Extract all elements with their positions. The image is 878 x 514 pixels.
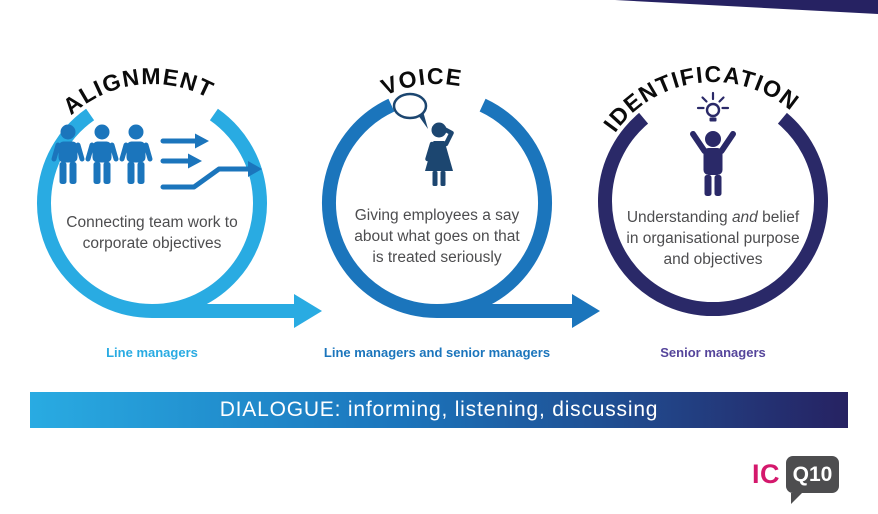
- merge-arrow-head-icon: [248, 161, 262, 177]
- alignment-description: Connecting team work to corporate object…: [42, 212, 262, 254]
- description-fragment: Understanding: [626, 209, 732, 226]
- q10-label: Q10: [792, 462, 833, 486]
- ic-logo-text: IC: [752, 459, 780, 489]
- small-arrow-head-icon: [188, 153, 202, 169]
- voice-arrow-head-icon: [572, 294, 600, 328]
- voice-description: Giving employees a say about what goes o…: [327, 205, 547, 268]
- description-fragment: belief: [757, 209, 800, 226]
- woman-head: [431, 122, 447, 138]
- bulb-rays-icon: [696, 91, 730, 110]
- description-line: Giving employees a say: [354, 207, 520, 224]
- description-line: Connecting team work to: [66, 214, 238, 231]
- small-arrow-head-icon: [195, 133, 209, 149]
- speaking-woman-icon: [392, 92, 454, 186]
- woman-right-leg: [440, 171, 446, 186]
- description-line: in organisational purpose: [626, 230, 800, 247]
- lightbulb-base: [709, 117, 717, 122]
- description-line: Understanding and belief: [603, 207, 823, 228]
- figure-right-arm: [718, 131, 736, 154]
- woman-left-arm: [425, 141, 435, 162]
- alignment-title: ALIGNMENT: [58, 63, 218, 119]
- woman-left-leg: [432, 171, 438, 186]
- alignment-ring-group: [37, 108, 322, 328]
- figure-head: [705, 131, 721, 147]
- identification-caption: Senior managers: [660, 345, 766, 360]
- person-lightbulb-icon: [690, 91, 736, 196]
- description-line: about what goes on that: [354, 228, 520, 245]
- corner-accent: [615, 0, 878, 14]
- q10-speech-bubble: Q10: [786, 456, 839, 504]
- identification-ring-group: [598, 112, 828, 316]
- description-line: corporate objectives: [82, 235, 222, 252]
- voice-caption: Line managers and senior managers: [323, 345, 551, 360]
- description-line: and objectives: [663, 251, 763, 268]
- italic-word: and: [731, 209, 758, 226]
- woman-raised-arm: [442, 127, 454, 147]
- lightbulb-icon: [705, 102, 721, 118]
- figure-left-leg: [704, 175, 712, 196]
- alignment-caption: Line managers: [106, 345, 198, 360]
- identification-description: Understanding and belief in organisation…: [603, 207, 823, 270]
- description-line: is treated seriously: [372, 249, 502, 266]
- merge-arrows-icon: [160, 138, 251, 190]
- dialogue-banner: DIALOGUE: informing, listening, discussi…: [30, 392, 848, 428]
- team-alignment-icon: [54, 125, 262, 190]
- figure-right-leg: [714, 175, 722, 196]
- figure-torso: [703, 148, 723, 175]
- figure-left-arm: [690, 131, 708, 154]
- alignment-arrow-head-icon: [294, 294, 322, 328]
- person-icon: [88, 125, 116, 185]
- speech-bubble-tail: [418, 113, 428, 129]
- dialogue-banner-label: DIALOGUE: informing, listening, discussi…: [219, 398, 659, 421]
- person-icon: [122, 125, 150, 185]
- speech-bubble-tail-icon: [791, 493, 802, 504]
- voice-title: VOICE: [377, 63, 464, 100]
- voice-ring-group: [322, 98, 600, 328]
- icq10-logo: IC Q10: [752, 456, 839, 504]
- identification-ring: [598, 112, 828, 316]
- speech-bubble-icon: [392, 92, 428, 120]
